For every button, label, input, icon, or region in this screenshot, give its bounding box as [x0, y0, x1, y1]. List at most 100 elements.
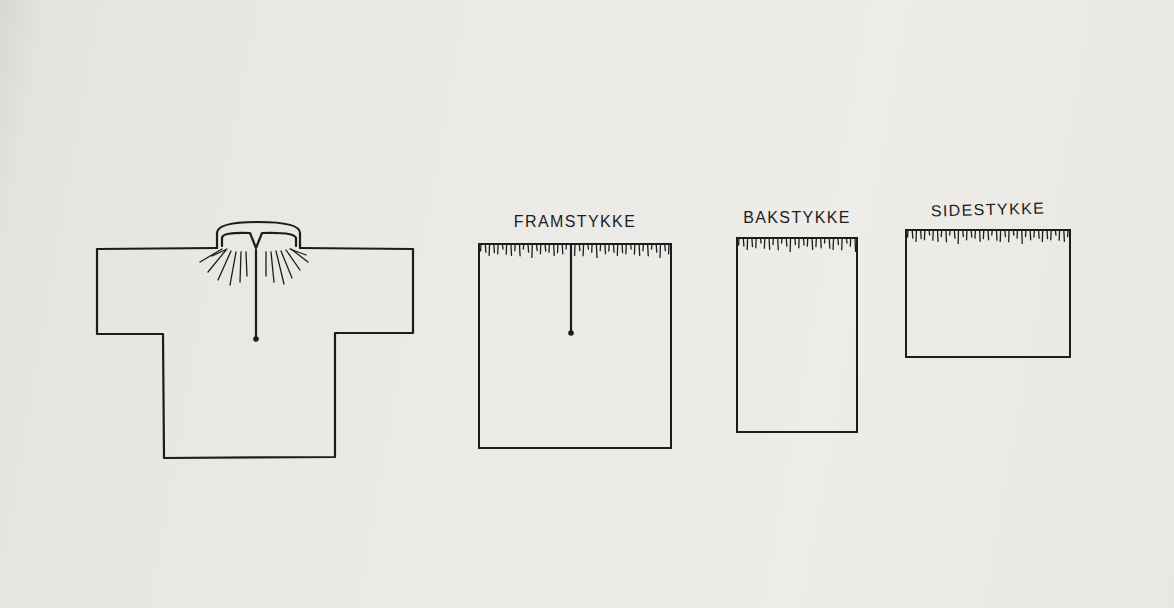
pattern-piece: BAKSTYKKE	[736, 237, 858, 433]
gather-tick	[659, 244, 661, 257]
gather-tick	[1042, 230, 1044, 241]
gather-line	[212, 249, 227, 256]
gather-tick	[915, 230, 917, 241]
gather-tick	[1050, 230, 1052, 240]
gather-tick	[768, 238, 770, 249]
piece-label: BAKSTYKKE	[743, 209, 851, 227]
gather-tick	[832, 238, 834, 249]
gather-tick	[987, 230, 989, 240]
gather-tick	[562, 244, 564, 254]
gather-tick	[647, 244, 649, 256]
gather-tick	[591, 244, 593, 252]
pattern-piece: SIDESTYKKE	[905, 229, 1071, 358]
gather-tick	[1046, 230, 1048, 239]
gather-tick	[531, 244, 533, 257]
front-slit-end	[568, 330, 574, 336]
gather-tick	[1021, 230, 1023, 243]
gather-tick	[777, 238, 779, 250]
gather-tick	[829, 238, 831, 248]
placket	[255, 250, 257, 338]
gather-tick	[983, 230, 985, 239]
gather-tick	[786, 238, 788, 246]
gather-tick	[751, 238, 753, 247]
gather-tick	[1016, 230, 1018, 238]
gather-tick	[1063, 230, 1065, 241]
gather-tick	[604, 244, 606, 254]
gather-tick	[974, 230, 976, 238]
gather-tick	[907, 230, 909, 237]
collar	[217, 222, 300, 248]
gather-tick	[841, 238, 843, 250]
front-slit	[570, 244, 572, 332]
gather-tick	[596, 244, 598, 257]
piece-label: FRAMSTYKKE	[514, 213, 636, 231]
gather-tick	[738, 238, 740, 245]
gather-tick	[582, 244, 584, 256]
collar-inner	[222, 233, 296, 248]
gather-tick	[510, 244, 512, 255]
gather-tick	[820, 238, 822, 248]
gather-tick	[1029, 230, 1031, 240]
gather-tick	[971, 230, 973, 237]
gather-line	[281, 251, 292, 278]
gather-tick	[668, 244, 670, 254]
gather-tick	[548, 244, 550, 252]
gather-tick	[790, 238, 792, 251]
gather-line	[291, 249, 308, 262]
gather-tick	[553, 244, 555, 255]
gather-line	[265, 252, 266, 276]
gather-tick	[798, 238, 800, 248]
gather-line	[246, 252, 247, 276]
gather-tick	[954, 230, 956, 238]
gather-tick	[544, 244, 546, 251]
gather-tick	[807, 238, 809, 246]
gather-tick	[850, 238, 852, 246]
gather-tick	[493, 244, 495, 253]
gather-tick	[945, 230, 947, 242]
gather-tick	[1059, 230, 1061, 240]
gather-tick	[488, 244, 490, 255]
gather-tick	[656, 244, 658, 252]
gather-tick	[506, 244, 508, 254]
gather-tick	[811, 238, 813, 249]
gather-tick	[480, 244, 482, 251]
gather-tick	[608, 244, 610, 251]
gather-tick	[527, 244, 529, 252]
gather-line	[200, 249, 222, 262]
gather-tick	[755, 238, 757, 248]
pattern-piece: FRAMSTYKKE	[478, 243, 672, 449]
gather-line	[290, 249, 306, 255]
placket-end	[253, 336, 259, 342]
gather-tick	[1008, 230, 1010, 242]
shirt-outline	[97, 248, 413, 458]
gather-tick	[485, 244, 487, 252]
gather-tick	[912, 230, 914, 238]
gather-tick	[924, 230, 926, 240]
gather-tick	[957, 230, 959, 243]
gather-tick	[979, 230, 981, 241]
gather-tick	[966, 230, 968, 240]
gather-tick	[625, 244, 627, 254]
gather-line	[286, 250, 300, 270]
gather-tick	[557, 244, 559, 253]
gather-tick	[743, 238, 745, 246]
gather-tick	[621, 244, 623, 253]
gather-tick	[634, 244, 636, 254]
gather-tick	[617, 244, 619, 255]
gather-line	[230, 252, 236, 285]
piece-label: SIDESTYKKE	[931, 200, 1046, 221]
gather-tick	[613, 244, 615, 252]
gather-tick	[638, 244, 640, 255]
gather-tick	[854, 238, 856, 251]
gather-tick	[932, 230, 934, 240]
gather-tick	[574, 244, 576, 255]
gather-tick	[815, 238, 817, 247]
gather-line	[218, 251, 231, 280]
gather-tick	[764, 238, 766, 248]
gather-tick	[1033, 230, 1035, 237]
neck-gathers	[200, 249, 308, 285]
